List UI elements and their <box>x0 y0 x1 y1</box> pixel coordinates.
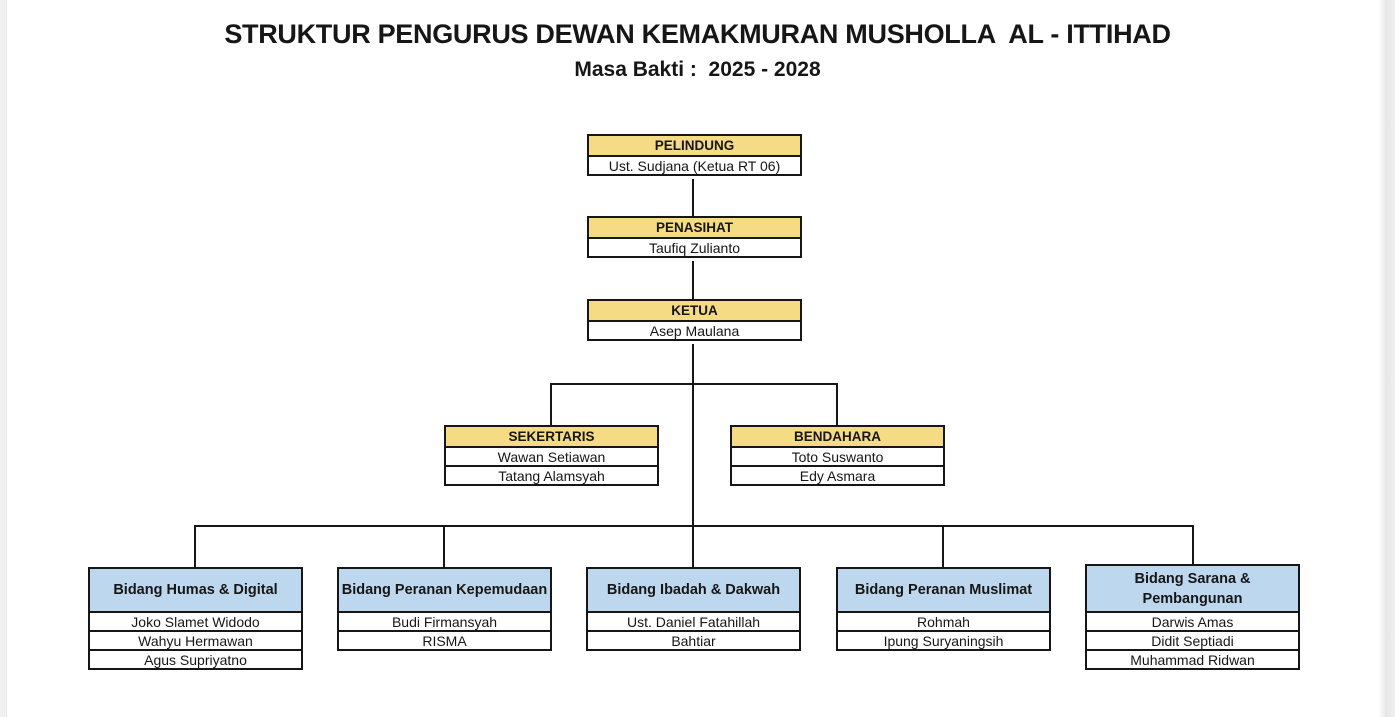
node-member: Asep Maulana <box>589 320 800 339</box>
node-member: Joko Slamet Widodo <box>90 611 301 630</box>
connector-to-bendahara <box>836 383 838 425</box>
connector-to-sarana <box>1192 525 1194 564</box>
org-node-bendahara: BENDAHARA Toto Suswanto Edy Asmara <box>730 425 945 486</box>
node-member: Darwis Amas <box>1087 611 1298 630</box>
node-member: Edy Asmara <box>732 465 943 484</box>
org-node-pelindung: PELINDUNG Ust. Sudjana (Ketua RT 06) <box>587 134 802 176</box>
node-title-bidang-sarana: Bidang Sarana & Pembangunan <box>1087 566 1298 611</box>
node-member: Tatang Alamsyah <box>446 465 657 484</box>
node-member: Taufiq Zulianto <box>589 237 800 256</box>
connector-center-trunk <box>692 383 694 567</box>
node-title-sekertaris: SEKERTARIS <box>446 427 657 446</box>
connector-ketua-down <box>692 344 694 383</box>
node-member: Toto Suswanto <box>732 446 943 465</box>
connector-row3-horizontal <box>194 525 1194 527</box>
node-member: Ipung Suryaningsih <box>838 630 1049 649</box>
connector-pelindung-penasihat <box>692 179 694 216</box>
connector-row2-horizontal <box>550 383 838 385</box>
org-node-penasihat: PENASIHAT Taufiq Zulianto <box>587 216 802 258</box>
org-node-bidang-ibadah-dakwah: Bidang Ibadah & Dakwah Ust. Daniel Fatah… <box>586 567 801 651</box>
node-member: RISMA <box>339 630 550 649</box>
page-right-edge <box>1379 0 1395 717</box>
node-title-ketua: KETUA <box>589 301 800 320</box>
node-title-bidang-humas: Bidang Humas & Digital <box>90 569 301 611</box>
connector-to-sekertaris <box>550 383 552 425</box>
node-member: Rohmah <box>838 611 1049 630</box>
org-node-sekertaris: SEKERTARIS Wawan Setiawan Tatang Alamsya… <box>444 425 659 486</box>
page-left-edge <box>0 0 7 717</box>
org-node-bidang-sarana-pembangunan: Bidang Sarana & Pembangunan Darwis Amas … <box>1085 564 1300 670</box>
node-member: Wahyu Hermawan <box>90 630 301 649</box>
node-member: Ust. Daniel Fatahillah <box>588 611 799 630</box>
node-member: Muhammad Ridwan <box>1087 649 1298 668</box>
org-node-bidang-kepemudaan: Bidang Peranan Kepemudaan Budi Firmansya… <box>337 567 552 651</box>
node-title-bidang-muslimat: Bidang Peranan Muslimat <box>838 569 1049 611</box>
node-title-pelindung: PELINDUNG <box>589 136 800 155</box>
node-member: Budi Firmansyah <box>339 611 550 630</box>
node-title-bidang-ibadah: Bidang Ibadah & Dakwah <box>588 569 799 611</box>
org-node-bidang-muslimat: Bidang Peranan Muslimat Rohmah Ipung Sur… <box>836 567 1051 651</box>
node-title-bendahara: BENDAHARA <box>732 427 943 446</box>
page-title: STRUKTUR PENGURUS DEWAN KEMAKMURAN MUSHO… <box>224 19 1171 49</box>
node-member: Didit Septiadi <box>1087 630 1298 649</box>
connector-to-humas <box>194 525 196 567</box>
node-member: Ust. Sudjana (Ketua RT 06) <box>589 155 800 174</box>
node-member: Wawan Setiawan <box>446 446 657 465</box>
connector-to-kepemudaan <box>443 525 445 567</box>
node-title-penasihat: PENASIHAT <box>589 218 800 237</box>
node-member: Agus Supriyatno <box>90 649 301 668</box>
page-subtitle: Masa Bakti : 2025 - 2028 <box>574 58 821 81</box>
org-node-bidang-humas-digital: Bidang Humas & Digital Joko Slamet Widod… <box>88 567 303 670</box>
node-title-bidang-kepemudaan: Bidang Peranan Kepemudaan <box>339 569 550 611</box>
connector-to-muslimat <box>942 525 944 567</box>
connector-penasihat-ketua <box>692 261 694 299</box>
node-member: Bahtiar <box>588 630 799 649</box>
org-node-ketua: KETUA Asep Maulana <box>587 299 802 341</box>
